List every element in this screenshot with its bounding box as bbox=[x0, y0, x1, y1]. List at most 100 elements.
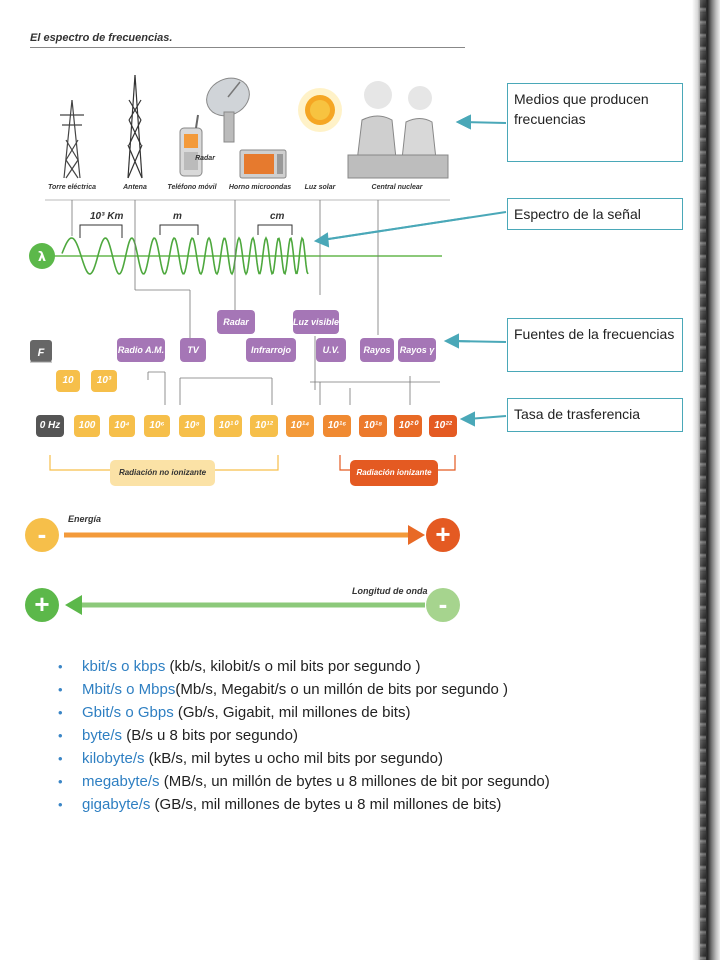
bullet-icon: • bbox=[58, 728, 63, 743]
wavelength-label-m: m bbox=[173, 211, 182, 222]
freq-chip-10-6: 10⁶ bbox=[144, 415, 170, 437]
page-edge-texture bbox=[700, 0, 706, 960]
unit-term: kbit/s o kbps bbox=[82, 658, 166, 675]
bullet-icon: • bbox=[58, 682, 63, 697]
unit-desc: (Gb/s, Gigabit, mil millones de bits) bbox=[173, 704, 411, 721]
wavelength-plus-badge bbox=[25, 588, 59, 622]
list-item: • byte/s (B/s u 8 bits por segundo) bbox=[58, 724, 698, 747]
lambda-symbol: λ bbox=[38, 250, 46, 265]
bullet-icon: • bbox=[58, 751, 63, 766]
energy-minus-sign: - bbox=[37, 519, 47, 549]
transfer-units-list: • kbit/s o kbps (kb/s, kilobit/s o mil bi… bbox=[58, 655, 698, 816]
freq-chip-10-8: 10⁸ bbox=[179, 415, 205, 437]
source-label-mobile: Teléfono móvil bbox=[167, 184, 217, 191]
band-chip-visible-light: Luz visible bbox=[293, 310, 339, 334]
callout-medios: Medios que producen frecuencias bbox=[507, 83, 683, 162]
freq-chip-10-22: 10²² bbox=[429, 415, 457, 437]
power-tower-icon bbox=[60, 99, 84, 179]
wavelength-label-cm: cm bbox=[270, 211, 285, 222]
bullet-icon: • bbox=[58, 774, 63, 789]
freq-chip-10-20: 10²⁰ bbox=[394, 415, 422, 437]
frequency-spectrum-diagram: 10³ Km m cm λ F bbox=[25, 74, 470, 622]
ionizing-radiation-badge: Radiación ionizante bbox=[350, 460, 438, 486]
unit-term: Mbit/s o Mbps bbox=[82, 681, 176, 698]
list-item: • Gbit/s o Gbps (Gb/s, Gigabit, mil millo… bbox=[58, 701, 698, 724]
band-chip-gamma-rays: Rayos γ bbox=[398, 338, 436, 362]
wavelength-brackets bbox=[79, 224, 293, 238]
source-label-sun: Luz solar bbox=[304, 184, 336, 191]
source-label-power-tower: Torre eléctrica bbox=[48, 184, 96, 191]
source-label-microwave: Horno microondas bbox=[228, 184, 292, 191]
list-item: • kbit/s o kbps (kb/s, kilobit/s o mil bi… bbox=[58, 655, 698, 678]
unit-term: byte/s bbox=[82, 727, 123, 744]
connector-lines bbox=[71, 200, 440, 405]
unit-desc: (kB/s, mil bytes u ocho mil bits por seg… bbox=[144, 750, 443, 767]
list-item: • kilobyte/s (kB/s, mil bytes u ocho mil … bbox=[58, 747, 698, 770]
microwave-icon bbox=[239, 149, 287, 179]
freq-chip-10-16: 10¹⁶ bbox=[323, 415, 351, 437]
source-label-nuclear: Central nuclear bbox=[371, 184, 423, 191]
freq-chip-10-14: 10¹⁴ bbox=[286, 415, 314, 437]
band-chip-infrared: Infrarrojo bbox=[246, 338, 296, 362]
non-ionizing-bracket bbox=[49, 455, 279, 471]
band-chip-x-rays: Rayos x bbox=[360, 338, 394, 379]
freq-chip-100: 100 bbox=[74, 415, 100, 437]
low-chip-10-3: 10³ bbox=[91, 370, 117, 392]
wavelength-label: Longitud de onda bbox=[352, 586, 428, 596]
bullet-icon: • bbox=[58, 705, 63, 720]
wavelength-plus-sign: + bbox=[34, 589, 50, 619]
nuclear-plant-icon bbox=[347, 81, 449, 179]
unit-term: gigabyte/s bbox=[82, 796, 151, 813]
energy-minus-badge bbox=[25, 518, 59, 552]
low-chip-10: 10 bbox=[56, 370, 80, 392]
source-label-radar: Radar bbox=[195, 155, 215, 162]
energy-plus-sign: + bbox=[435, 519, 451, 549]
energy-label: Energía bbox=[68, 514, 102, 524]
freq-chip-10-12: 10¹² bbox=[250, 415, 278, 437]
band-chip-tv: TV bbox=[180, 338, 206, 362]
freq-chip-0hz: 0 Hz bbox=[36, 415, 64, 437]
band-chip-uv: U.V. bbox=[316, 338, 346, 362]
list-item: • Mbit/s o Mbps(Mb/s, Megabit/s o un mill… bbox=[58, 678, 698, 701]
list-item: •megabyte/s (MB/s, un millón de bytes u … bbox=[58, 770, 698, 793]
freq-chip-10-4: 10⁴ bbox=[109, 415, 135, 437]
wavelength-minus-sign: - bbox=[438, 589, 448, 619]
list-item: • gigabyte/s (GB/s, mil millones de bytes… bbox=[58, 793, 698, 816]
unit-desc: (kb/s, kilobit/s o mil bits por segundo … bbox=[165, 658, 421, 675]
sun-icon bbox=[298, 88, 342, 132]
title-divider bbox=[30, 47, 465, 48]
signal-wave bbox=[61, 236, 309, 276]
unit-desc: (MB/s, un millón de bytes u 8 millones d… bbox=[159, 773, 550, 790]
f-badge bbox=[30, 340, 52, 362]
bullet-icon: • bbox=[58, 659, 63, 674]
callout-fuentes: Fuentes de la frecuencias bbox=[507, 318, 683, 372]
bullet-icon: • bbox=[58, 797, 63, 812]
antenna-icon bbox=[127, 74, 143, 179]
unit-desc: (B/s u 8 bits por segundo) bbox=[122, 727, 298, 744]
diagram-title: El espectro de frecuencias. bbox=[30, 32, 173, 44]
band-chip-radar: Radar bbox=[217, 310, 255, 334]
callout-arrowheads bbox=[313, 114, 507, 427]
lambda-badge bbox=[29, 243, 55, 269]
callout-tasa: Tasa de trasferencia bbox=[507, 398, 683, 432]
energy-arrow-head bbox=[408, 525, 425, 545]
unit-term: Gbit/s o Gbps bbox=[82, 704, 174, 721]
ionizing-bracket bbox=[339, 455, 456, 471]
page-edge-decoration bbox=[692, 0, 720, 960]
wavelength-arrow-head bbox=[65, 595, 82, 615]
f-symbol: F bbox=[38, 347, 45, 359]
freq-chip-10-18: 10¹⁸ bbox=[359, 415, 387, 437]
energy-plus-badge bbox=[426, 518, 460, 552]
radar-dish-icon bbox=[206, 77, 250, 143]
callout-espectro: Espectro de la señal bbox=[507, 198, 683, 230]
unit-desc: (Mb/s, Megabit/s o un millón de bits por… bbox=[175, 681, 509, 698]
wavelength-label-km: 10³ Km bbox=[90, 211, 123, 222]
unit-term: kilobyte/s bbox=[82, 750, 145, 767]
source-label-antenna: Antena bbox=[123, 184, 147, 191]
unit-desc: (GB/s, mil millones de bytes u 8 mil mil… bbox=[150, 796, 502, 813]
frequency-scale: 0 Hz 100 10⁴ 10⁶ 10⁸ 10¹⁰ 10¹² 10¹⁴ 10¹⁶… bbox=[36, 415, 457, 437]
wavelength-minus-badge bbox=[426, 588, 460, 622]
freq-chip-10-10: 10¹⁰ bbox=[214, 415, 242, 437]
non-ionizing-radiation-badge: Radiación no ionizante bbox=[110, 460, 215, 486]
band-chip-radio-am: Radio A.M. bbox=[117, 338, 165, 362]
